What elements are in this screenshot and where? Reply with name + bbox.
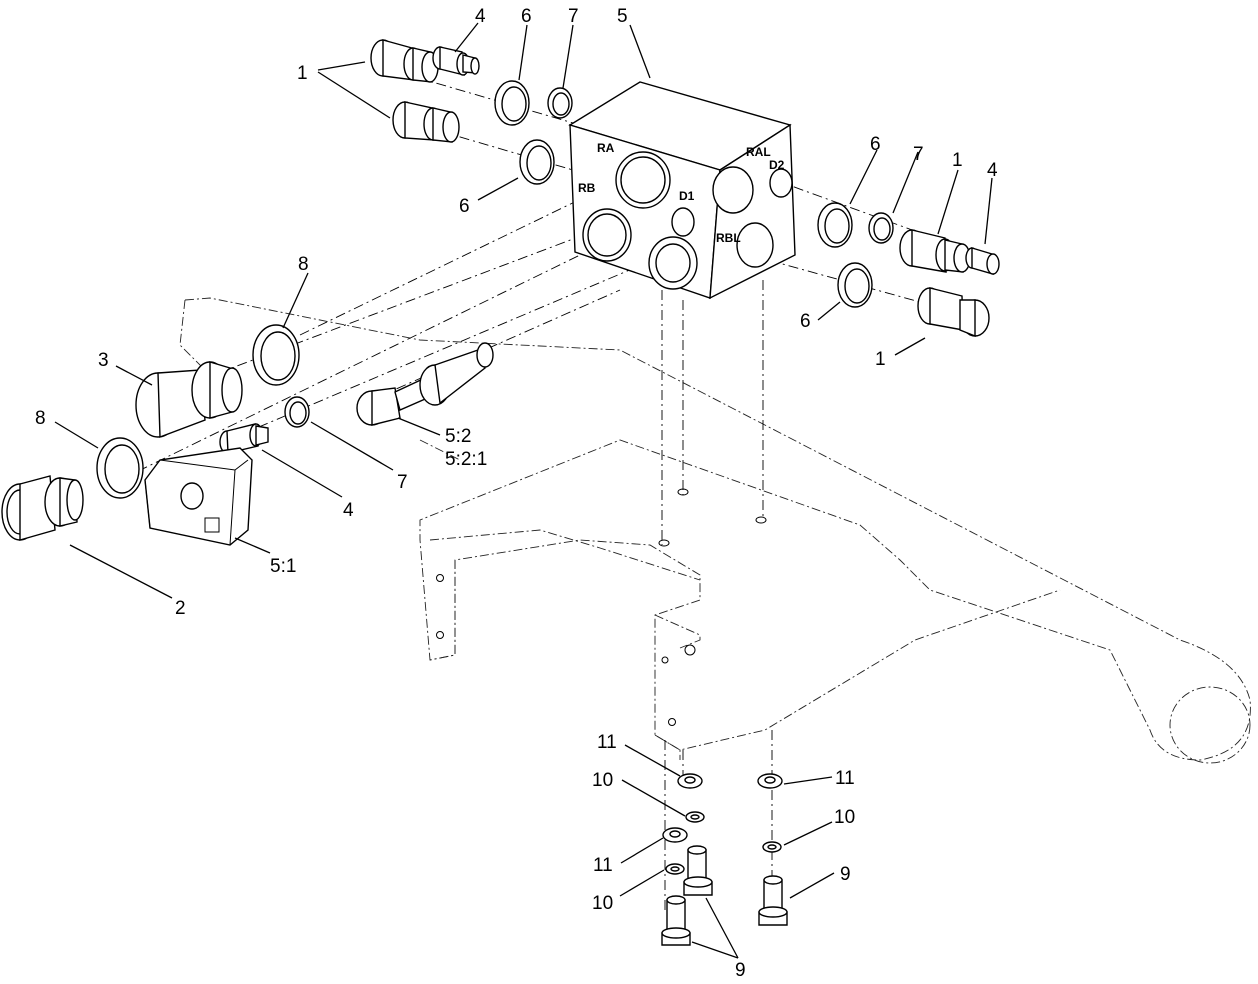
port-label-d2: D2 [769, 158, 785, 172]
o-ring-8-top [252, 324, 300, 386]
callout-1-right-top: 1 [952, 150, 963, 171]
callout-4-right: 4 [987, 160, 998, 181]
callout-7-top: 7 [568, 6, 579, 27]
callout-5: 5 [617, 6, 628, 27]
callout-10-right: 10 [834, 807, 855, 828]
washer-11-b [662, 827, 688, 843]
port-label-d1: D1 [679, 189, 695, 203]
o-ring-7-right [868, 212, 894, 244]
fitting-1-right-bottom [917, 287, 990, 338]
mounting-bracket [179, 297, 1251, 764]
bolt-9-a [683, 845, 713, 896]
solenoid-coil-5-1 [144, 447, 253, 546]
callout-4-mid: 4 [343, 500, 354, 521]
fitting-1-upper [370, 39, 439, 83]
leader-lines [54, 22, 993, 959]
port-label-rbl: RBL [716, 231, 741, 245]
callout-10-b: 10 [592, 893, 613, 914]
callout-11-b: 11 [593, 855, 613, 876]
cartridge-5-2 [356, 342, 494, 426]
callout-5-2: 5:2 [445, 426, 471, 447]
bolt-9-b [661, 895, 691, 946]
callout-6-right-bottom: 6 [800, 311, 811, 332]
fitting-3 [135, 361, 243, 439]
callout-7-right: 7 [913, 144, 924, 165]
o-ring-7-upper [547, 87, 573, 119]
callout-8-left: 8 [35, 408, 46, 429]
callout-9-bottom: 9 [735, 960, 746, 981]
callout-7-mid: 7 [397, 472, 408, 493]
valve-block: RA RB D1 RAL D2 RBL [568, 81, 796, 300]
bolt-9-right [758, 875, 788, 926]
o-ring-6-left [519, 139, 555, 185]
callout-10-a: 10 [592, 770, 613, 791]
washer-10-a [685, 811, 705, 823]
callout-2: 2 [175, 598, 186, 619]
washer-10-right [762, 841, 782, 853]
callout-6-right-top: 6 [870, 134, 881, 155]
alignment-lines [119, 71, 1001, 910]
o-ring-8-left [96, 437, 144, 499]
callout-5-2-1: 5:2:1 [445, 449, 487, 470]
port-label-ral: RAL [746, 145, 771, 159]
o-ring-7-mid [284, 396, 310, 428]
callout-1-top: 1 [297, 63, 308, 84]
port-label-rb: RB [578, 181, 596, 195]
callout-5-1: 5:1 [270, 556, 296, 577]
callout-3: 3 [98, 350, 109, 371]
fitting-2 [1, 475, 84, 541]
port-label-ra: RA [597, 141, 615, 155]
fitting-4-upper [432, 46, 480, 76]
o-ring-6-right-top [817, 202, 853, 248]
callout-11-a: 11 [597, 732, 617, 753]
fitting-4-mid [219, 423, 269, 454]
fitting-1-right-top [899, 229, 971, 273]
callout-11-right: 11 [835, 768, 855, 789]
callout-8-top: 8 [298, 254, 309, 275]
o-ring-6-upper [494, 80, 530, 126]
fitting-1-lower [392, 101, 460, 143]
callout-6-left: 6 [459, 196, 470, 217]
o-ring-6-right-bottom [837, 262, 873, 308]
callout-9-right: 9 [840, 864, 851, 885]
washer-11-right [757, 773, 783, 789]
washer-10-b [665, 863, 685, 875]
callout-1-right-bottom: 1 [875, 349, 886, 370]
fitting-4-right [965, 247, 1000, 275]
callout-4-top: 4 [475, 6, 486, 27]
washer-11-a [677, 773, 703, 789]
callout-6-top: 6 [521, 6, 532, 27]
callouts: 1 4 6 7 5 6 6 7 1 4 6 1 8 3 8 5:2 5:2:1 … [35, 6, 998, 981]
